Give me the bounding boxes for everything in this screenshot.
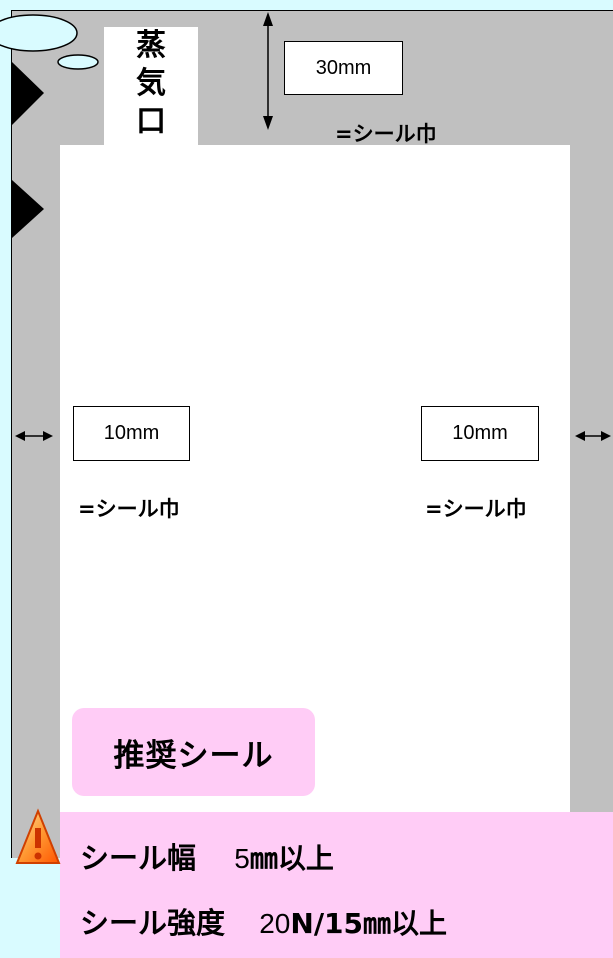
seal-strength-unit: ㎜以上 [363, 907, 448, 940]
right-seal-caption: =シール巾 [425, 497, 527, 521]
vent-oval-icon [57, 54, 99, 70]
left-seal-width-box: 10mm [73, 406, 190, 461]
recommended-seal-badge: 推奨シール [72, 708, 315, 796]
seal-width-spec: シール幅 5㎜以上 [80, 835, 334, 877]
right-seal-width-box: 10mm [421, 406, 539, 461]
oval-icon [0, 14, 78, 52]
left-seal-arrow-icon [15, 431, 53, 441]
seal-strength-spec: シール強度 20N/15㎜以上 [80, 900, 447, 942]
steam-vent-char: 蒸 [136, 28, 166, 63]
seal-width-unit: ㎜以上 [249, 842, 334, 875]
left-seal-caption: =シール巾 [78, 497, 180, 521]
seal-spec-panel [60, 812, 613, 958]
steam-vent-char: 気 [136, 66, 166, 101]
right-seal-arrow-icon [575, 431, 611, 441]
seal-strength-number: 20 [259, 908, 291, 939]
seal-width-label: シール幅 [80, 841, 197, 875]
seal-strength-label: シール強度 [80, 906, 226, 940]
top-seal-arrow-icon [263, 12, 273, 130]
notch-triangle-icon [12, 62, 44, 125]
seal-strength-newton: N/15 [290, 907, 364, 940]
top-seal-width-box: 30mm [284, 41, 403, 95]
warning-triangle-icon [15, 808, 61, 864]
steam-vent-char: 口 [136, 104, 166, 139]
notch-triangle-icon [12, 180, 44, 238]
top-seal-caption: =シール巾 [335, 122, 437, 146]
seal-width-number: 5 [234, 843, 250, 874]
steam-vent-label: 蒸 気 口 [104, 27, 198, 151]
